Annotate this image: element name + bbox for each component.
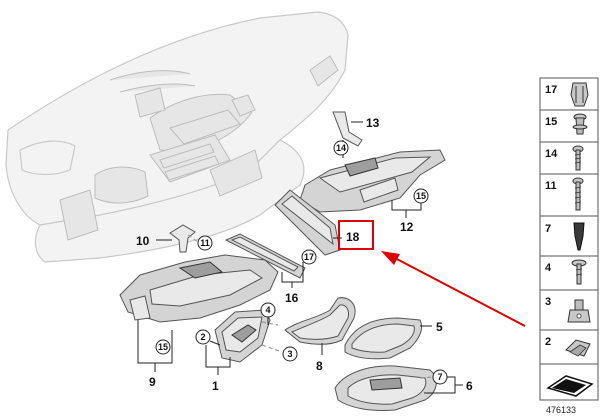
part-10-bracket: 10 11 <box>136 224 213 253</box>
circle-callout-4: 4 <box>265 305 270 315</box>
dashboard-illustration <box>5 11 349 263</box>
part-6-console <box>334 365 437 411</box>
screw-icon <box>572 177 584 211</box>
legend-number-17: 17 <box>545 84 557 96</box>
circle-callout-17: 17 <box>304 252 314 262</box>
circle-callout-14: 14 <box>336 143 346 153</box>
part-18-panel <box>274 189 341 256</box>
legend-number-2: 2 <box>545 336 551 348</box>
callout-12-bracket: 12 15 <box>391 188 429 234</box>
callout-12: 12 <box>400 220 414 234</box>
part-8-duct: 8 <box>284 297 356 373</box>
part-16-strip <box>224 233 306 279</box>
screw-14-marker: 14 <box>333 140 349 158</box>
clip-nut-icon <box>565 339 591 357</box>
nut-icon <box>567 299 591 323</box>
legend-item-17: 17 <box>539 77 599 111</box>
screw-icon <box>572 145 584 171</box>
legend-item-11: 11 <box>539 173 599 217</box>
highlight-box-18 <box>338 220 374 250</box>
callout-9: 9 <box>149 375 156 389</box>
plug-icon <box>573 222 585 251</box>
washer-screw-icon <box>571 259 587 285</box>
circle-callout-15-left: 15 <box>158 342 168 352</box>
diagram-id: 476133 <box>546 405 576 415</box>
legend-item-14: 14 <box>539 141 599 175</box>
part-13-bracket: 13 <box>332 111 380 147</box>
legend-item-3: 3 <box>539 289 599 331</box>
legend-number-4: 4 <box>545 262 552 274</box>
part-9-panel <box>119 254 279 323</box>
expanding-rivet-icon <box>572 113 588 135</box>
legend-item-4: 4 <box>539 255 599 291</box>
legend-item-15: 15 <box>539 109 599 143</box>
hardware-legend: 17 15 14 <box>539 77 599 415</box>
callout-6-7-bracket: 7 6 <box>419 369 473 394</box>
circle-callout-11: 11 <box>200 238 210 248</box>
callout-5: 5 <box>436 320 443 334</box>
legend-number-7: 7 <box>545 223 551 235</box>
circle-callout-7: 7 <box>437 372 442 382</box>
legend-number-3: 3 <box>545 296 551 308</box>
callout-1-2-3-4: 2 1 4 3 <box>195 302 298 393</box>
callout-16-bracket: 16 17 <box>281 249 317 305</box>
callout-1: 1 <box>212 379 219 393</box>
legend-number-11: 11 <box>545 180 557 192</box>
callout-18: 18 <box>346 230 360 244</box>
callout-10: 10 <box>136 234 150 248</box>
diagram-symbol <box>539 363 599 401</box>
legend-number-14: 14 <box>545 148 558 160</box>
part-1-glovebox <box>214 309 271 363</box>
callout-9-bracket: 9 15 <box>137 320 173 389</box>
highlight-arrow <box>381 251 526 327</box>
callout-8: 8 <box>316 359 323 373</box>
legend-item-7: 7 <box>539 215 599 257</box>
part-5-cover: 5 <box>344 317 443 360</box>
circle-callout-3: 3 <box>287 349 292 359</box>
legend-number-15: 15 <box>545 116 557 128</box>
legend-item-2: 2 <box>539 329 599 365</box>
clip-icon <box>570 82 589 107</box>
circle-callout-2: 2 <box>200 332 205 342</box>
callout-18-highlight: 18 <box>333 220 374 250</box>
circle-callout-15-top: 15 <box>416 191 426 201</box>
callout-13: 13 <box>366 116 380 130</box>
callout-6: 6 <box>466 379 473 393</box>
callout-16: 16 <box>285 291 299 305</box>
